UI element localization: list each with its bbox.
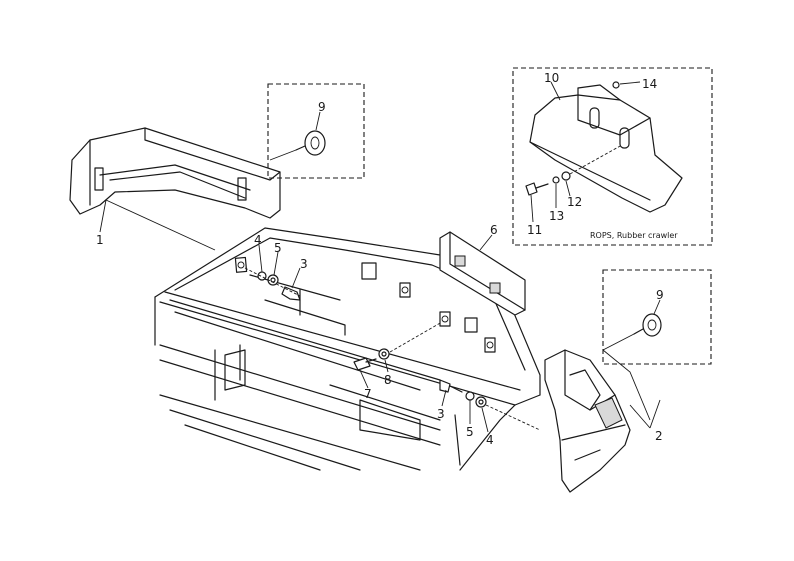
inset-rops: [512, 67, 713, 246]
leader-lines: [99, 81, 661, 433]
washer-13-icon: [552, 176, 560, 184]
inset-note: ROPS, Rubber crawler: [590, 231, 678, 240]
label-part-12: 12: [567, 195, 582, 209]
label-part-9a: 9: [318, 100, 326, 114]
washer-4a-icon: [257, 271, 267, 281]
label-part-11: 11: [527, 223, 542, 237]
frame-fasteners: [244, 267, 541, 431]
label-part-9b: 9: [656, 288, 664, 302]
label-part-4b: 4: [486, 433, 494, 447]
washer-12-icon: [561, 171, 571, 181]
label-part-5a: 5: [274, 241, 282, 255]
cap-9a-icon: [304, 130, 326, 156]
label-part-3a: 3: [300, 257, 308, 271]
label-part-13: 13: [549, 209, 564, 223]
bracket-plate: [439, 231, 526, 316]
washer-5b-icon: [465, 391, 475, 401]
chassis-frame: [154, 227, 541, 471]
label-part-6: 6: [490, 223, 498, 237]
inset-top-cap: [267, 83, 365, 179]
label-part-1: 1: [96, 233, 104, 247]
label-part-7: 7: [364, 387, 372, 401]
label-part-5b: 5: [466, 425, 474, 439]
inset-right-cap: [602, 269, 712, 421]
bolt-11-icon: [525, 182, 538, 196]
label-part-8: 8: [384, 373, 392, 387]
label-part-3b: 3: [437, 407, 445, 421]
counterweight-left: [69, 127, 281, 219]
bolt-3a-icon: [281, 286, 301, 301]
bolt-7-icon: [353, 357, 371, 371]
counterweight-right: [544, 349, 631, 493]
label-part-4a: 4: [254, 233, 262, 247]
cap-9b-icon: [642, 313, 662, 337]
label-part-10: 10: [544, 71, 559, 85]
callout-labels: 1 2 3 3 4 4 5 5 6 7 8 9 9 10 11 12 13 14…: [96, 71, 678, 447]
label-part-2: 2: [655, 429, 663, 443]
bolt-3b-icon: [439, 379, 451, 393]
label-part-14: 14: [642, 77, 657, 91]
nut-14-icon: [612, 81, 620, 89]
